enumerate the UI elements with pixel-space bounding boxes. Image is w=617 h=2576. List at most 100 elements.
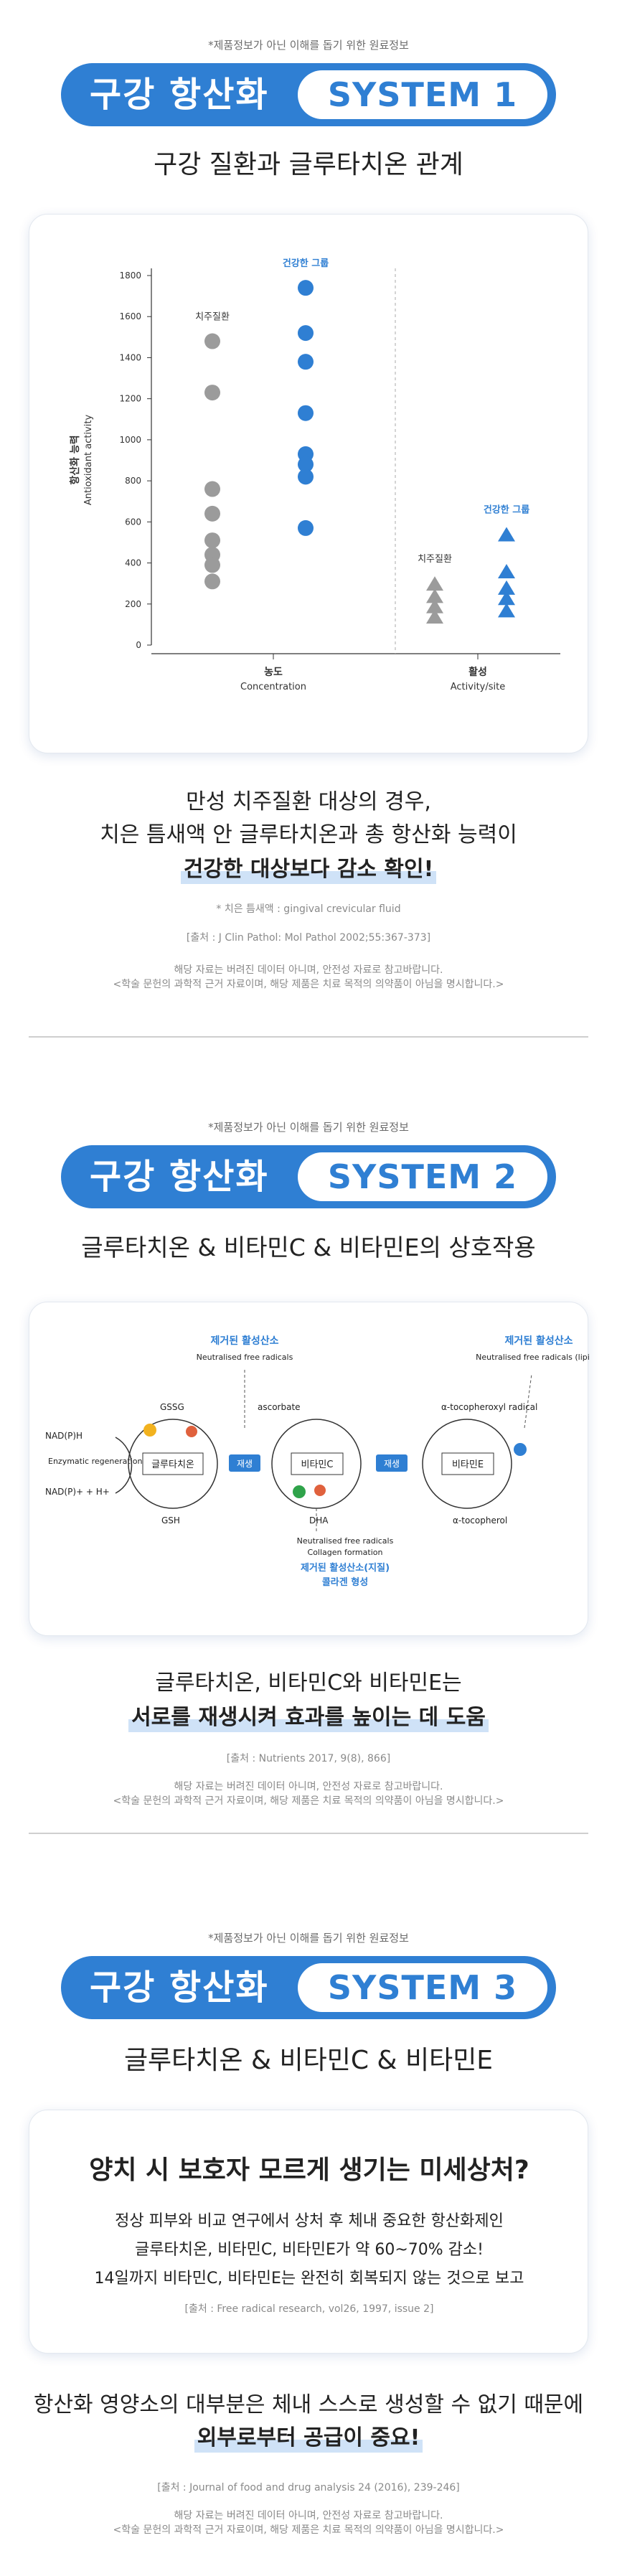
data-point [426, 608, 443, 624]
x-category-label-en: Concentration [240, 682, 306, 692]
body-line-1: 글루타치온, 비타민C와 비타민E는 [155, 1670, 462, 1696]
body-line-1: 항산화 영양소의 대부분은 체내 스스로 생성할 수 없기 때문에 [33, 2392, 584, 2417]
body-highlight-row: 건강한 대상보다 감소 확인! [0, 854, 617, 885]
antioxidant-network-diagram: 제거된 활성산소 Neutralised free radicals 제거된 활… [45, 1335, 602, 1588]
dha-label: DHA [309, 1515, 329, 1526]
card-line-1: 정상 피부와 비교 연구에서 상처 후 체내 중요한 항산화제인 [115, 2212, 504, 2230]
info-card: 양치 시 보호자 모르게 생기는 미세상처? 정상 피부와 비교 연구에서 상처… [29, 2110, 588, 2354]
y-tick-label: 400 [125, 558, 141, 568]
info-note: *제품정보가 아닌 이해를 돕기 위한 원료정보 [208, 39, 409, 52]
molecule-blue-icon [514, 1443, 527, 1456]
data-point [426, 576, 443, 591]
y-tick-label: 600 [125, 517, 141, 527]
system-title-pill: 구강 항산화 SYSTEM 1 [61, 63, 556, 126]
body-highlight-row: 외부로부터 공급이 중요! [0, 2422, 617, 2454]
pill-system-label: SYSTEM 3 [298, 1963, 547, 2012]
vitamin-e-box [441, 1452, 494, 1475]
top-left-sub: Neutralised free radicals [197, 1353, 293, 1362]
bottom-label-ko-1: 제거된 활성산소(지질) [301, 1562, 390, 1574]
cycle-glutathione [128, 1419, 218, 1509]
source-citation: [출처 : J Clin Pathol: Mol Pathol 2002;55:… [186, 932, 431, 944]
x-category-label-ko: 농도 [264, 667, 283, 678]
diagram-card: 제거된 활성산소 Neutralised free radicals 제거된 활… [29, 1302, 602, 1636]
y-tick-label: 1000 [119, 435, 141, 445]
data-point [298, 520, 314, 536]
disclaimer-line-1: 해당 자료는 버려진 데이터 아니며, 안전성 자료로 참고바랍니다. [174, 2510, 443, 2521]
molecule-yellow-icon [143, 1424, 156, 1437]
y-tick-label: 0 [136, 640, 141, 650]
glutathione-box [142, 1452, 204, 1475]
nadp-label: NAD(P)+ + H+ [45, 1487, 110, 1497]
disclaimer-line-1: 해당 자료는 버려진 데이터 아니며, 안전성 자료로 참고바랍니다. [174, 964, 443, 976]
system-title-pill: 구강 항산화 SYSTEM 3 [61, 1956, 556, 2019]
highlight-text: 서로를 재생시켜 효과를 높이는 데 도움 [128, 1702, 489, 1734]
data-point [298, 280, 314, 296]
y-tick-label: 1600 [119, 311, 141, 321]
regen-tag-2 [376, 1454, 408, 1472]
y-tick-label: 1400 [119, 352, 141, 362]
bottom-label-ko-2: 콜라겐 형성 [322, 1576, 368, 1588]
data-point [426, 598, 443, 614]
highlight-text: 외부로부터 공급이 중요! [194, 2422, 423, 2454]
vitamin-c-box-label: 비타민C [301, 1459, 334, 1470]
data-point [204, 505, 220, 522]
y-tick-label: 200 [125, 599, 141, 609]
regen-tag-1 [229, 1454, 260, 1472]
section-system-1: *제품정보가 아닌 이해를 돕기 위한 원료정보 구강 항산화 SYSTEM 1… [0, 0, 617, 1040]
card-line-2: 글루타치온, 비타민C, 비타민E가 약 60~70% 감소! [135, 2241, 484, 2259]
data-point [298, 325, 314, 342]
top-right-label: 제거된 활성산소 [504, 1335, 573, 1347]
data-point [204, 557, 220, 573]
enzymatic-label: Enzymatic regeneration [48, 1457, 142, 1466]
section-divider [29, 1833, 588, 1834]
data-point [204, 385, 220, 401]
pill-title: 구강 항산화 [90, 75, 269, 115]
bottom-label-en-1: Neutralised free radicals [297, 1536, 394, 1546]
regen-tag-1-label: 재생 [237, 1459, 253, 1469]
data-point [498, 564, 515, 578]
pill-title: 구강 항산화 [90, 1968, 269, 2008]
section-divider [29, 1036, 588, 1038]
molecule-red-icon [314, 1485, 326, 1496]
section-subtitle: 구강 질환과 글루타치온 관계 [154, 150, 463, 179]
card-source: [출처 : Free radical research, vol26, 1997… [184, 2303, 434, 2315]
disclaimer-line-2: <학술 문헌의 과학적 근거 자료이며, 해당 제품은 치료 목적의 의약품이 … [113, 1795, 504, 1807]
data-point [426, 588, 443, 603]
series-label: 건강한 그룹 [484, 504, 529, 516]
y-axis-label-en: Antioxidant activity [83, 415, 94, 506]
data-point [298, 405, 314, 421]
tocopherol-label: α-tocopherol [453, 1515, 507, 1526]
highlight-text: 건강한 대상보다 감소 확인! [180, 854, 437, 885]
top-right-sub: Neutralised free radicals (lipids) [476, 1353, 589, 1362]
section-subtitle: 글루타치온 & 비타민C & 비타민E의 상호작용 [81, 1233, 536, 1261]
molecule-red-icon [186, 1426, 197, 1437]
data-point [298, 456, 314, 473]
vitamin-c-box [291, 1452, 344, 1475]
source-citation: [출처 : Nutrients 2017, 9(8), 866] [226, 1753, 391, 1764]
molecule-green-icon [293, 1485, 306, 1498]
body-line-2: 치은 틈새액 안 글루타치온과 총 항산화 능력이 [100, 822, 517, 847]
footnote: * 치은 틈새액 : gingival crevicular fluid [216, 903, 401, 915]
source-citation: [출처 : Journal of food and drug analysis … [157, 2482, 460, 2493]
gsh-label: GSH [161, 1515, 180, 1526]
data-point [498, 591, 515, 606]
nadph-label: NAD(P)H [45, 1431, 83, 1441]
y-tick-label: 800 [125, 476, 141, 486]
data-point [498, 603, 515, 618]
series-label: 치주질환 [418, 554, 452, 565]
enzymatic-arc [115, 1437, 133, 1494]
section-system-3: *제품정보가 아닌 이해를 돕기 위한 원료정보 구강 항산화 SYSTEM 3… [0, 1837, 617, 2576]
body-highlight-row: 서로를 재생시켜 효과를 높이는 데 도움 [0, 1702, 617, 1734]
card-title: 양치 시 보호자 모르게 생기는 미세상처? [89, 2156, 529, 2185]
section-system-2: *제품정보가 아닌 이해를 돕기 위한 원료정보 구강 항산화 SYSTEM 2… [0, 1040, 617, 1837]
disclaimer-line-2: <학술 문헌의 과학적 근거 자료이며, 해당 제품은 치료 목적의 의약품이 … [113, 979, 504, 990]
card-line-3: 14일까지 비타민C, 비타민E는 완전히 회복되지 않는 것으로 보고 [94, 2270, 524, 2288]
pill-system-label: SYSTEM 2 [298, 1152, 547, 1201]
disclaimer-line-1: 해당 자료는 버려진 데이터 아니며, 안전성 자료로 참고바랍니다. [174, 1781, 443, 1792]
data-point [204, 333, 220, 349]
system-title-pill: 구강 항산화 SYSTEM 2 [61, 1145, 556, 1208]
cycle-vitamin-e [422, 1419, 512, 1509]
section-subtitle: 글루타치온 & 비타민C & 비타민E [123, 2046, 494, 2075]
